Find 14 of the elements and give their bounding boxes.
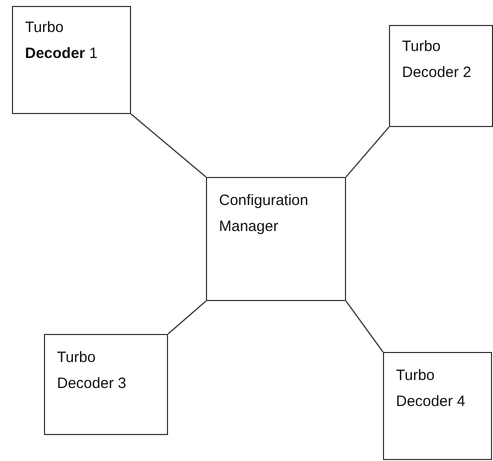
manager-box [206, 177, 346, 301]
box-label: Turbo Decoder 1 [25, 18, 99, 64]
box-label: Turbo Decoder 3 [57, 348, 128, 394]
connector-line [168, 300, 206, 334]
decoder-box [12, 6, 131, 114]
decoder-box [383, 352, 492, 460]
connector-line [345, 300, 384, 352]
decoder-box [389, 25, 493, 127]
decoder-box [44, 334, 168, 435]
box-label: Turbo Decoder 2 [402, 37, 472, 83]
box-label: Configuration Manager [219, 191, 310, 237]
connector-line [346, 126, 390, 178]
box-label: Turbo Decoder 4 [396, 366, 466, 412]
connector-line [130, 114, 206, 178]
